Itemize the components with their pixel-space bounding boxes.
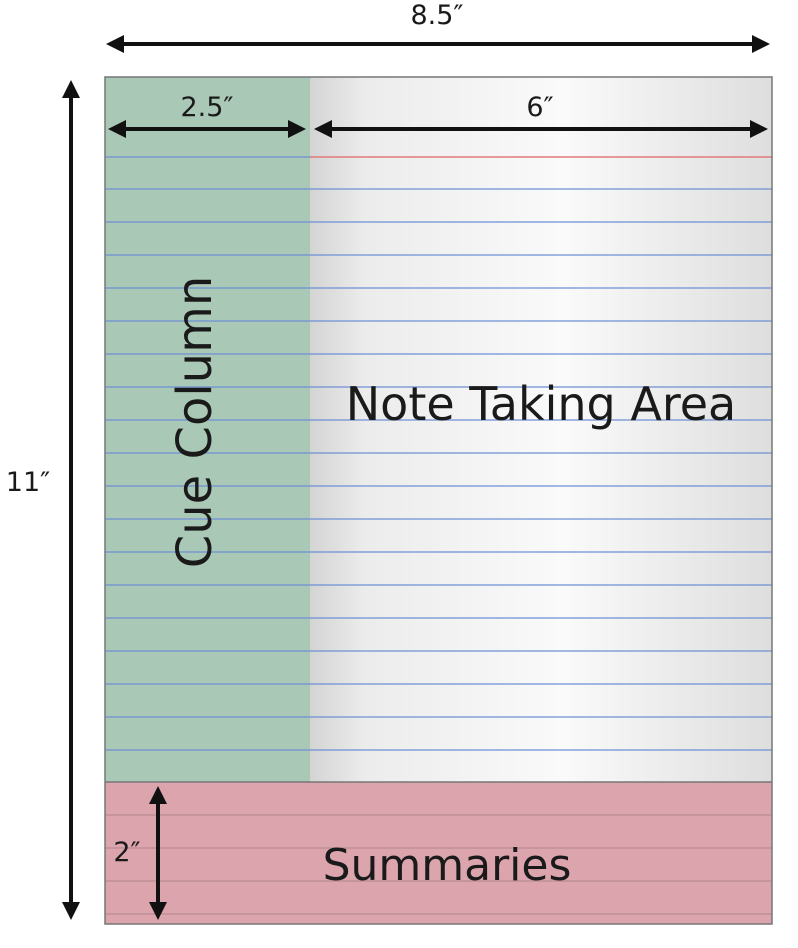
notes-width-arrow (314, 120, 768, 138)
page-width-arrow (106, 35, 770, 53)
cue-column-label: Cue Column (167, 276, 223, 569)
ruled-lines (105, 156, 772, 915)
summary-height-arrow (149, 786, 167, 920)
page-height-label: 11″ (6, 467, 50, 498)
summaries-label: Summaries (323, 840, 572, 891)
cue-width-label: 2.5″ (180, 92, 233, 123)
summary-height-label: 2″ (113, 837, 140, 868)
summaries-area (105, 782, 772, 924)
cue-column (105, 77, 310, 782)
cue-width-arrow (108, 120, 306, 138)
notes-width-label: 6″ (526, 92, 553, 123)
page-width-label: 8.5″ (410, 0, 463, 31)
note-taking-area-label: Note Taking Area (346, 377, 736, 431)
page-border (104, 76, 773, 925)
note-taking-area (310, 77, 772, 782)
page-height-arrow (62, 80, 80, 920)
